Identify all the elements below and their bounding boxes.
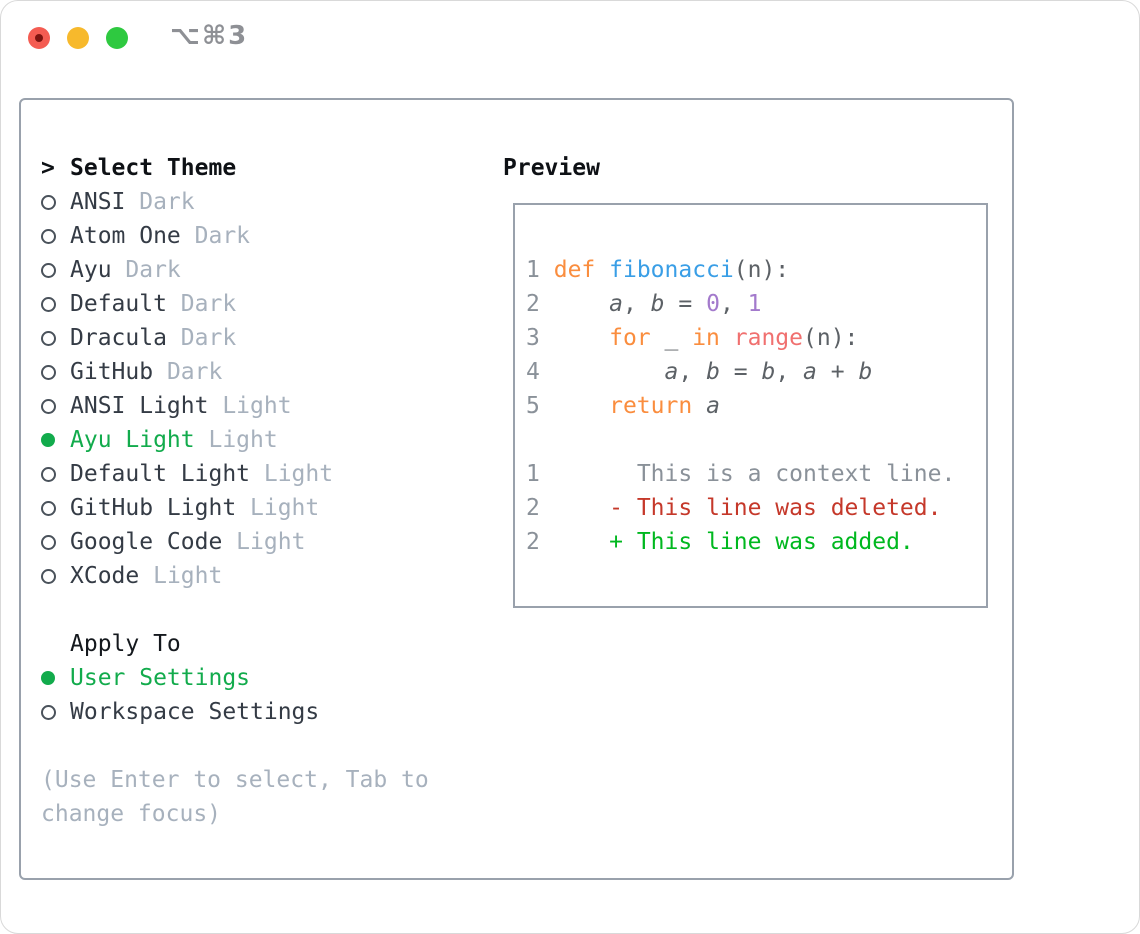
theme-option-label: ANSI Light Light [70, 393, 292, 419]
spacer [41, 729, 429, 763]
radio-unselected-icon [41, 296, 56, 312]
radio-unselected-icon [41, 262, 56, 278]
theme-option-label: GitHub Dark [70, 359, 223, 385]
radio-selected-icon [41, 433, 55, 447]
line-number: 1 [526, 257, 540, 283]
minimize-button-icon[interactable] [67, 27, 89, 49]
radio-unselected-icon [41, 466, 56, 482]
help-text-line-1: (Use Enter to select, Tab to [41, 767, 429, 793]
preview-title: Preview [503, 155, 600, 181]
theme-option-github[interactable]: GitHub Dark [41, 355, 429, 389]
code-line: 3 for _ in range(n): [526, 325, 859, 351]
window-controls [28, 27, 128, 49]
line-number: 4 [526, 359, 540, 385]
diff-sign [609, 461, 623, 487]
window-shortcut-title: ⌥⌘3 [170, 21, 249, 51]
diff-text: This line was added. [636, 529, 914, 555]
theme-option-google-code[interactable]: Google Code Light [41, 525, 429, 559]
spacer [41, 593, 429, 627]
zoom-button-icon[interactable] [106, 27, 128, 49]
diff-lines: 1 This is a context line.2 - This line w… [526, 457, 986, 559]
theme-option-label: Dracula Dark [70, 325, 237, 351]
apply-option-label: Workspace Settings [70, 699, 320, 725]
theme-option-ayu-light[interactable]: Ayu Light Light [41, 423, 429, 457]
code-line: 1 def fibonacci(n): [526, 257, 790, 283]
diff-sign: - [609, 495, 623, 521]
theme-option-ansi[interactable]: ANSI Dark [41, 185, 429, 219]
preview-box: 1 def fibonacci(n): 2 a, b = 0, 1 3 for _ … [513, 203, 988, 608]
help-text-line-2: change focus) [41, 801, 222, 827]
code-preview: 1 def fibonacci(n): 2 a, b = 0, 1 3 for _ … [515, 205, 986, 559]
code-line: 4 a, b = b, a + b [526, 359, 873, 385]
apply-option-label: User Settings [70, 665, 251, 691]
diff-text: This is a context line. [636, 461, 956, 487]
select-theme-title: Select Theme [70, 155, 237, 181]
radio-unselected-icon [41, 330, 56, 346]
line-number: 2 [526, 529, 540, 555]
prompt-arrow-icon: > [41, 155, 55, 181]
theme-option-ansi-light[interactable]: ANSI Light Light [41, 389, 429, 423]
theme-option-ayu[interactable]: Ayu Dark [41, 253, 429, 287]
apply-to-title: Apply To [70, 631, 181, 657]
theme-option-label: Default Light Light [70, 461, 334, 487]
line-number: 5 [526, 393, 540, 419]
close-button-icon[interactable] [28, 27, 50, 49]
radio-unselected-icon [41, 568, 56, 584]
theme-option-dracula[interactable]: Dracula Dark [41, 321, 429, 355]
theme-option-label: Google Code Light [70, 529, 306, 555]
theme-option-label: Atom One Dark [70, 223, 251, 249]
apply-option-user-settings[interactable]: User Settings [41, 661, 429, 695]
theme-option-default[interactable]: Default Dark [41, 287, 429, 321]
blank-line [526, 423, 986, 457]
line-number: 3 [526, 325, 540, 351]
radio-unselected-icon [41, 500, 56, 516]
line-number: 1 [526, 461, 540, 487]
radio-unselected-icon [41, 534, 56, 550]
diff-text: This line was deleted. [636, 495, 942, 521]
theme-option-label: XCode Light [70, 563, 223, 589]
code-lines: 1 def fibonacci(n): 2 a, b = 0, 1 3 for _ … [526, 253, 986, 423]
radio-unselected-icon [41, 194, 56, 210]
diff-line-ctx: 1 This is a context line. [526, 457, 986, 491]
radio-selected-icon [41, 671, 55, 685]
radio-unselected-icon [41, 398, 56, 414]
diff-line-add: 2 + This line was added. [526, 525, 986, 559]
theme-option-label: GitHub Light Light [70, 495, 320, 521]
select-theme-header: > Select Theme [41, 151, 429, 185]
theme-option-github-light[interactable]: GitHub Light Light [41, 491, 429, 525]
theme-option-label: Ayu Dark [70, 257, 181, 283]
line-number: 2 [526, 495, 540, 521]
theme-option-label: ANSI Dark [70, 189, 195, 215]
diff-line-del: 2 - This line was deleted. [526, 491, 986, 525]
theme-option-label: Default Dark [70, 291, 237, 317]
code-line: 5 return a [526, 393, 720, 419]
line-number: 2 [526, 291, 540, 317]
diff-sign: + [609, 529, 623, 555]
code-line: 2 a, b = 0, 1 [526, 291, 762, 317]
radio-unselected-icon [41, 704, 56, 720]
apply-to-header: Apply To [41, 627, 429, 661]
theme-option-xcode[interactable]: XCode Light [41, 559, 429, 593]
radio-unselected-icon [41, 228, 56, 244]
theme-option-atom-one[interactable]: Atom One Dark [41, 219, 429, 253]
theme-option-default-light[interactable]: Default Light Light [41, 457, 429, 491]
theme-option-label: Ayu Light Light [70, 427, 278, 453]
apply-option-workspace-settings[interactable]: Workspace Settings [41, 695, 429, 729]
radio-unselected-icon [41, 364, 56, 380]
